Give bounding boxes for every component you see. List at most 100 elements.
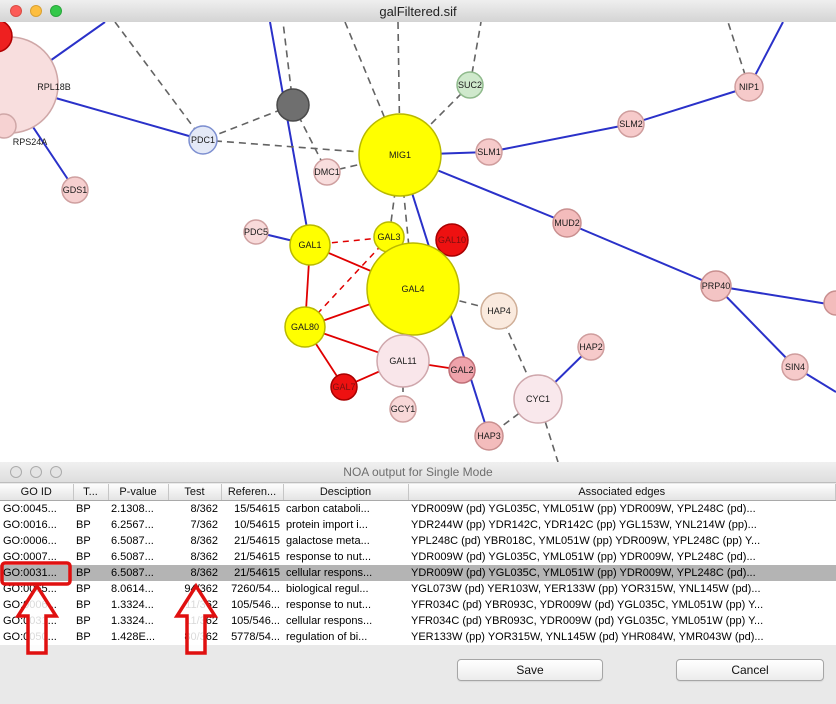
node-slm1[interactable] [475, 138, 503, 166]
cell-associated-edges: YDR244W (pp) YDR142C, YDR142C (pp) YGL15… [411, 519, 757, 531]
column-header-test[interactable]: Test [168, 484, 222, 501]
cell-type: BP [76, 615, 91, 627]
node-label-hap4: HAP4 [487, 306, 511, 316]
node-label-slm2: SLM2 [619, 119, 643, 129]
node-prp40[interactable] [700, 270, 732, 302]
node-label-dmc1: DMC1 [314, 167, 340, 177]
zoom-button[interactable] [50, 466, 62, 478]
node-gray-node[interactable] [276, 88, 310, 122]
node-gal11[interactable] [376, 334, 430, 388]
cell-go-id: GO:0031... [0, 565, 73, 581]
cell-description: biological regul... [286, 583, 369, 595]
cell-go-id: GO:0065... [3, 583, 57, 595]
cell-p-value: 8.0614... [111, 583, 154, 595]
column-header-go-id[interactable]: GO ID [0, 484, 74, 501]
cell-reference: 5778/54... [231, 631, 280, 643]
cell-associated-edges: YDR009W (pd) YGL035C, YML051W (pp) YDR00… [411, 503, 756, 515]
cell-p-value: 6.5087... [108, 565, 168, 581]
cell-p-value: 1.428E... [111, 631, 156, 643]
node-hap3[interactable] [474, 421, 504, 451]
cell-description: cellular respons... [286, 615, 373, 627]
node-label-gal80: GAL80 [291, 322, 319, 332]
minimize-button[interactable] [30, 5, 42, 17]
column-header-associated-edges[interactable]: Associated edges [408, 484, 836, 501]
close-button[interactable] [10, 466, 22, 478]
node-label-prp40: PRP40 [702, 281, 731, 291]
node-gal1[interactable] [289, 224, 331, 266]
node-pdc5[interactable] [243, 219, 269, 245]
close-button[interactable] [10, 5, 22, 17]
node-label-gal3: GAL3 [377, 232, 400, 242]
node-gal7[interactable] [330, 373, 358, 401]
node-label-pdc5: PDC5 [244, 227, 268, 237]
cell-reference: 15/54615 [234, 503, 280, 515]
node-gal4[interactable] [366, 242, 460, 336]
column-header-type[interactable]: T... [73, 484, 109, 501]
cancel-button[interactable]: Cancel [676, 659, 824, 681]
node-label-gal11: GAL11 [389, 356, 416, 366]
cell-p-value: 1.3324... [111, 599, 154, 611]
node-hap2[interactable] [577, 333, 605, 361]
cell-test: 8/362 [190, 535, 218, 547]
zoom-button[interactable] [50, 5, 62, 17]
node-nip1[interactable] [734, 72, 764, 102]
column-header-reference[interactable]: Referen... [221, 484, 284, 501]
node-gal10[interactable] [435, 223, 469, 257]
cell-p-value: 1.3324... [111, 615, 154, 627]
node-mud2[interactable] [552, 208, 582, 238]
cell-reference: 105/546... [231, 599, 280, 611]
network-window-titlebar[interactable]: galFiltered.sif [0, 0, 836, 23]
cell-reference: 7260/54... [231, 583, 280, 595]
cell-type: BP [73, 565, 108, 581]
node-slm2[interactable] [617, 110, 645, 138]
minimize-button[interactable] [30, 466, 42, 478]
network-canvas[interactable]: RPL18BRPS24AGDS1PDC1DMC1MIG1SUC2SLM1SLM2… [0, 22, 836, 462]
node-gal2[interactable] [448, 356, 476, 384]
cell-go-id: GO:0045... [3, 503, 57, 515]
cell-go-id: GO:0016... [3, 519, 57, 531]
node-label-gal4: GAL4 [401, 284, 424, 294]
node-mig1[interactable] [358, 113, 442, 197]
node-label-gal10: GAL10 [438, 235, 466, 245]
cell-description: cellular respons... [283, 565, 408, 581]
noa-window-titlebar[interactable]: NOA output for Single Mode [0, 462, 836, 483]
node-dmc1[interactable] [313, 158, 341, 186]
node-pdc1[interactable] [188, 125, 218, 155]
network-edge [114, 22, 204, 141]
network-edge [399, 84, 471, 156]
node-gal80[interactable] [284, 306, 326, 348]
node-label-cyc1: CYC1 [526, 394, 550, 404]
network-edge [630, 86, 750, 125]
node-right-partial[interactable] [823, 290, 836, 316]
node-cyc1[interactable] [513, 374, 563, 424]
node-gcy1[interactable] [389, 395, 417, 423]
column-header-description[interactable]: Desciption [283, 484, 409, 501]
network-edge [469, 22, 482, 86]
node-gds1[interactable] [61, 176, 89, 204]
cell-associated-edges: YDR009W (pd) YGL035C, YML051W (pp) YDR00… [411, 551, 756, 563]
node-suc2[interactable] [456, 71, 484, 99]
column-header-p-value[interactable]: P-value [108, 484, 169, 501]
save-button[interactable]: Save [457, 659, 603, 681]
cell-reference: 10/54615 [234, 519, 280, 531]
cell-test: 80/362 [184, 631, 218, 643]
network-edge [488, 123, 632, 153]
cell-go-id: GO:0007... [3, 551, 57, 563]
node-red-partial-topleft[interactable] [0, 22, 13, 53]
node-rps24a[interactable] [0, 113, 17, 139]
cell-test: 94/362 [184, 583, 218, 595]
node-hap4[interactable] [480, 292, 518, 330]
node-sin4[interactable] [781, 353, 809, 381]
network-edge [715, 285, 835, 306]
